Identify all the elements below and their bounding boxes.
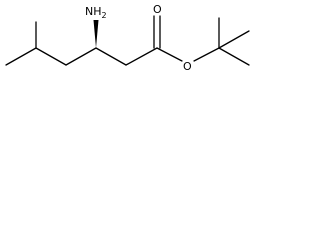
amine-subscript: 2 — [102, 11, 107, 20]
bond-methyl-left — [5, 47, 37, 66]
bond-tbutyl-down — [218, 47, 250, 66]
carbonyl-oxygen-label: O — [153, 3, 162, 16]
amine-label: NH2 — [85, 5, 107, 20]
amine-symbol: NH — [85, 5, 102, 18]
molecule-diagram: NH2 O O — [5, 3, 250, 73]
bond-ch2-stereocenter — [65, 47, 97, 66]
wedge-bond-amine — [93, 20, 99, 48]
bond-tbutyl-right — [218, 30, 250, 49]
bond-ch2-carbonyl — [125, 47, 158, 66]
bond-ch-ch2 — [35, 47, 67, 66]
ester-oxygen-label: O — [183, 60, 192, 73]
bond-ester-oxygen-tbutyl — [193, 47, 220, 62]
bond-carbonyl-ester-oxygen — [156, 47, 183, 62]
bond-stereocenter-ch2 — [95, 47, 127, 66]
